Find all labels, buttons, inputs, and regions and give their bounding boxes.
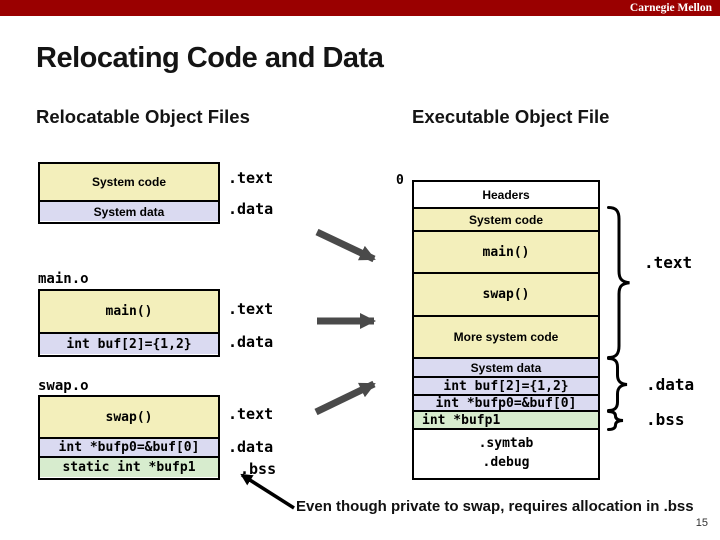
bss-brace — [607, 410, 624, 431]
exe-data-brace-label: .data — [646, 375, 695, 394]
relocation-arrow-swap — [314, 380, 376, 416]
exe-headers-section: Headers — [414, 182, 598, 207]
exe-buf-section: int buf[2]={1,2} — [414, 376, 598, 394]
system-data-tag: .data — [228, 200, 274, 218]
main-o-box: main() int buf[2]={1,2} — [38, 289, 220, 357]
bss-callout-arrow — [240, 473, 295, 510]
system-code-section: System code — [40, 164, 218, 200]
exe-bufp1-section: int *bufp1 — [414, 410, 598, 428]
exe-system-code-section: System code — [414, 207, 598, 230]
main-func-section: main() — [40, 291, 218, 332]
swap-text-tag: .text — [228, 405, 274, 423]
exe-system-data-section: System data — [414, 357, 598, 376]
swap-func-section: swap() — [40, 397, 218, 437]
swap-bufp0-section: int *bufp0=&buf[0] — [40, 437, 218, 456]
exe-main-section: main() — [414, 230, 598, 272]
executable-box: Headers System code main() swap() More s… — [412, 180, 600, 480]
exe-bss-brace-label: .bss — [646, 410, 685, 429]
symtab-label: .symtab — [478, 435, 534, 451]
exe-more-system-code-section: More system code — [414, 315, 598, 357]
address-zero-label: 0 — [396, 173, 404, 188]
main-text-tag: .text — [228, 300, 274, 318]
exe-swap-section: swap() — [414, 272, 598, 315]
page-number: 15 — [695, 517, 708, 529]
swap-o-label: swap.o — [38, 378, 89, 394]
system-data-section: System data — [40, 200, 218, 221]
data-brace — [607, 357, 628, 412]
brand-logo: Carnegie Mellon — [629, 2, 712, 14]
exe-bufp0-section: int *bufp0=&buf[0] — [414, 394, 598, 410]
swap-bss-tag: .bss — [240, 460, 277, 478]
top-red-bar: Carnegie Mellon — [0, 0, 720, 16]
heading-executable-object-file: Executable Object File — [412, 106, 610, 127]
swap-o-box: swap() int *bufp0=&buf[0] static int *bu… — [38, 395, 220, 480]
swap-data-tag: .data — [228, 438, 274, 456]
footnote-text: Even though private to swap, requires al… — [296, 498, 694, 515]
page-title: Relocating Code and Data — [36, 42, 384, 74]
heading-relocatable-object-files: Relocatable Object Files — [36, 106, 250, 127]
exe-symtab-section: .symtab .debug — [414, 428, 598, 477]
swap-bufp1-section: static int *bufp1 — [40, 456, 218, 477]
system-object-box: System code System data — [38, 162, 220, 224]
relocation-arrow-system — [315, 228, 376, 263]
main-o-label: main.o — [38, 271, 89, 287]
text-brace — [607, 206, 630, 359]
main-data-tag: .data — [228, 333, 274, 351]
exe-text-brace-label: .text — [644, 253, 693, 272]
debug-label: .debug — [482, 454, 530, 470]
system-text-tag: .text — [228, 169, 274, 187]
main-buf-section: int buf[2]={1,2} — [40, 332, 218, 354]
